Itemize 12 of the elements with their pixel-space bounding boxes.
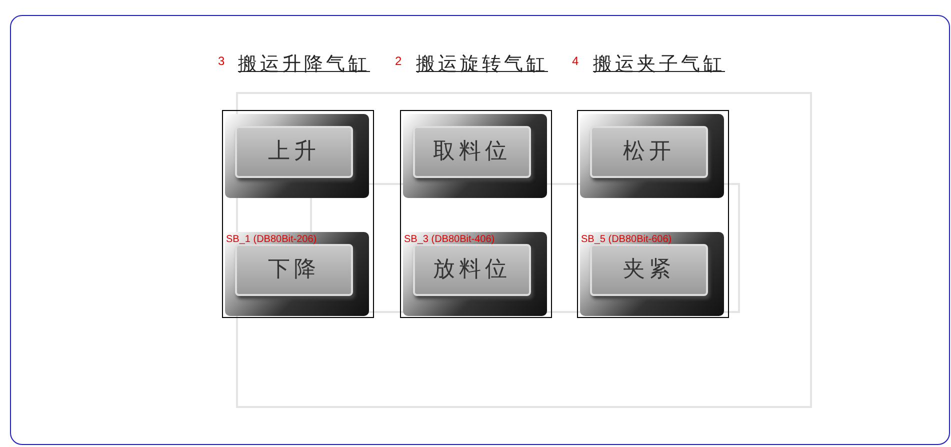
group-title: 搬运旋转气缸: [415, 52, 549, 77]
index-number: 2: [395, 54, 402, 68]
tag-address: SB_3 (DB80Bit-406): [404, 234, 495, 245]
group-title: 搬运升降气缸: [237, 52, 371, 77]
push-button: 松开: [580, 114, 724, 198]
index-number: 3: [218, 54, 225, 68]
tag-address: SB_1 (DB80Bit-206): [226, 234, 317, 245]
group-title: 搬运夹子气缸: [592, 52, 726, 77]
index-number: 4: [572, 54, 579, 68]
tag-address: SB_5 (DB80Bit-606): [581, 234, 672, 245]
push-button: 取料位: [403, 114, 547, 198]
push-button: 上升: [225, 114, 369, 198]
